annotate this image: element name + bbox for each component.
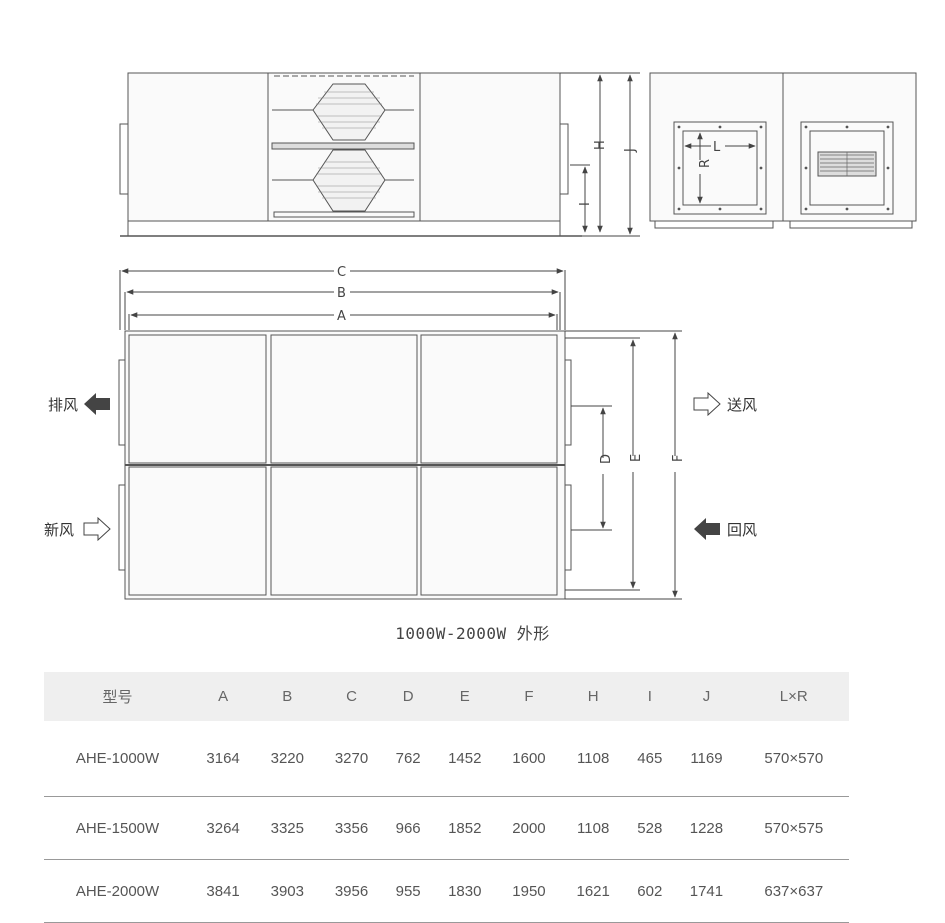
supply-label: 送风	[727, 396, 757, 414]
dim-label-f: F	[671, 455, 686, 462]
table-cell: 570×570	[738, 721, 849, 797]
table-header-row: 型号 A B C D E F H I J L×R	[44, 672, 849, 721]
return-label: 回风	[727, 521, 757, 539]
dim-label-l: L	[713, 140, 721, 155]
table-cell: 1950	[496, 859, 562, 923]
header-cell: I	[625, 672, 675, 721]
dim-label-j: J	[623, 148, 638, 153]
table-cell: 3956	[319, 859, 384, 923]
header-cell: C	[319, 672, 384, 721]
table-row: AHE-1500W 3264 3325 3356 966 1852 2000 1…	[44, 796, 849, 860]
header-cell: D	[383, 672, 433, 721]
table-cell: 3841	[191, 859, 256, 923]
header-cell: F	[496, 672, 562, 721]
spec-table: 型号 A B C D E F H I J L×R AHE-1000W 3164 …	[44, 672, 849, 923]
unit-drawing: H J I L R	[44, 72, 917, 600]
drawing-caption: 1000W-2000W 外形	[395, 624, 550, 643]
return-arrow-icon	[694, 518, 720, 540]
header-cell: B	[255, 672, 320, 721]
table-cell: 570×575	[738, 796, 849, 860]
table-cell: 1108	[561, 796, 626, 860]
table-cell: 465	[625, 721, 675, 797]
header-cell: E	[432, 672, 497, 721]
table-cell: 3164	[191, 721, 256, 797]
dim-label-b: B	[337, 286, 346, 301]
table-cell: 3325	[255, 796, 320, 860]
side-bolts	[677, 125, 890, 211]
table-cell: 3903	[255, 859, 320, 923]
model-cell: AHE-1500W	[44, 796, 191, 860]
header-cell: L×R	[738, 672, 849, 721]
table-cell: 762	[383, 721, 433, 797]
table-cell: 3270	[319, 721, 384, 797]
fresh-label: 新风	[44, 521, 74, 539]
model-cell: AHE-2000W	[44, 859, 191, 923]
table-cell: 1830	[432, 859, 497, 923]
header-cell: H	[561, 672, 626, 721]
dim-label-e: E	[629, 454, 644, 462]
dim-label-h: H	[593, 140, 608, 150]
model-cell: AHE-1000W	[44, 721, 191, 797]
exhaust-arrow-icon	[84, 393, 110, 415]
plan-view	[118, 330, 572, 600]
side-elevation	[649, 72, 917, 229]
table-cell: 602	[625, 859, 675, 923]
fresh-arrow-icon	[83, 516, 111, 542]
header-cell: J	[674, 672, 739, 721]
table-cell: 3356	[319, 796, 384, 860]
header-cell: 型号	[44, 672, 191, 721]
table-cell: 3220	[255, 721, 320, 797]
dim-label-d: D	[599, 454, 614, 464]
table-row: AHE-1000W 3164 3220 3270 762 1452 1600 1…	[44, 721, 849, 797]
header-cell: A	[191, 672, 256, 721]
table-cell: 1741	[674, 859, 739, 923]
table-cell: 1852	[432, 796, 497, 860]
table-cell: 955	[383, 859, 433, 923]
dim-label-c: C	[337, 265, 346, 280]
table-cell: 1452	[432, 721, 497, 797]
table-cell: 1169	[674, 721, 739, 797]
front-elevation	[119, 72, 582, 237]
exhaust-label: 排风	[48, 396, 78, 414]
table-cell: 3264	[191, 796, 256, 860]
table-cell: 1228	[674, 796, 739, 860]
table-cell: 528	[625, 796, 675, 860]
table-cell: 1600	[496, 721, 562, 797]
dim-label-a: A	[337, 309, 346, 324]
table-cell: 1621	[561, 859, 626, 923]
dim-label-i: I	[578, 202, 593, 206]
table-cell: 2000	[496, 796, 562, 860]
dim-label-r: R	[698, 159, 713, 168]
front-dimensions	[560, 72, 640, 237]
table-cell: 637×637	[738, 859, 849, 923]
table-row: AHE-2000W 3841 3903 3956 955 1830 1950 1…	[44, 859, 849, 923]
table-cell: 1108	[561, 721, 626, 797]
table-cell: 966	[383, 796, 433, 860]
supply-arrow-icon	[693, 391, 721, 417]
